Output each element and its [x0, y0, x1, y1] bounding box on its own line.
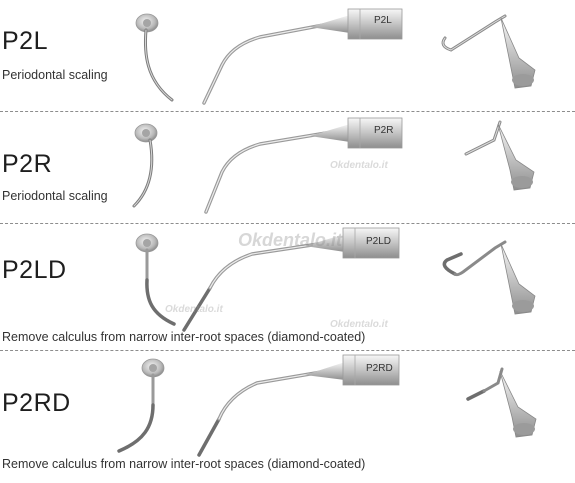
tip-angle-view-image [464, 120, 535, 191]
tip-front-view-image [132, 123, 158, 208]
product-description: Periodontal scaling [2, 68, 108, 82]
product-description: Periodontal scaling [2, 189, 108, 203]
product-code: P2RD [2, 389, 71, 417]
tip-angle-view-image [441, 14, 536, 89]
product-code: P2L [2, 27, 48, 55]
tip-front-view-image [117, 358, 165, 453]
product-row-p2ld: P2LD Remove calculus from narrow inter-r… [0, 224, 575, 349]
tip-stamp: P2LD [366, 236, 392, 247]
product-row-p2r: P2R Periodontal scaling P2R Okdentalo.it [0, 112, 575, 222]
tip-stamp: P2RD [366, 363, 393, 374]
watermark: Okdentalo.it [238, 230, 343, 250]
product-description: Remove calculus from narrow inter-root s… [2, 330, 366, 344]
tip-front-view-image [135, 13, 174, 102]
tip-side-view-image [197, 354, 400, 457]
tip-angle-view-image [442, 240, 536, 315]
tip-side-view-image [204, 117, 403, 214]
watermark: Okdentalo.it [330, 160, 388, 171]
watermark: Okdentalo.it [330, 319, 388, 330]
tip-front-view-image [135, 233, 176, 326]
product-description: Remove calculus from narrow inter-root s… [2, 457, 366, 471]
row-divider [0, 223, 575, 224]
tip-side-view-image [202, 8, 403, 105]
tip-stamp: P2R [374, 125, 394, 136]
watermark: Okdentalo.it [165, 304, 223, 315]
row-divider [0, 350, 575, 351]
product-row-p2rd: P2RD Remove calculus from narrow inter-r… [0, 351, 575, 483]
tip-angle-view-image [466, 367, 537, 438]
tip-side-view-image [182, 227, 400, 332]
product-code: P2R [2, 150, 53, 178]
row-divider [0, 111, 575, 112]
product-row-p2l: P2L Periodontal scaling P2L [0, 0, 575, 110]
tip-stamp: P2L [374, 15, 392, 26]
product-code: P2LD [2, 256, 67, 284]
